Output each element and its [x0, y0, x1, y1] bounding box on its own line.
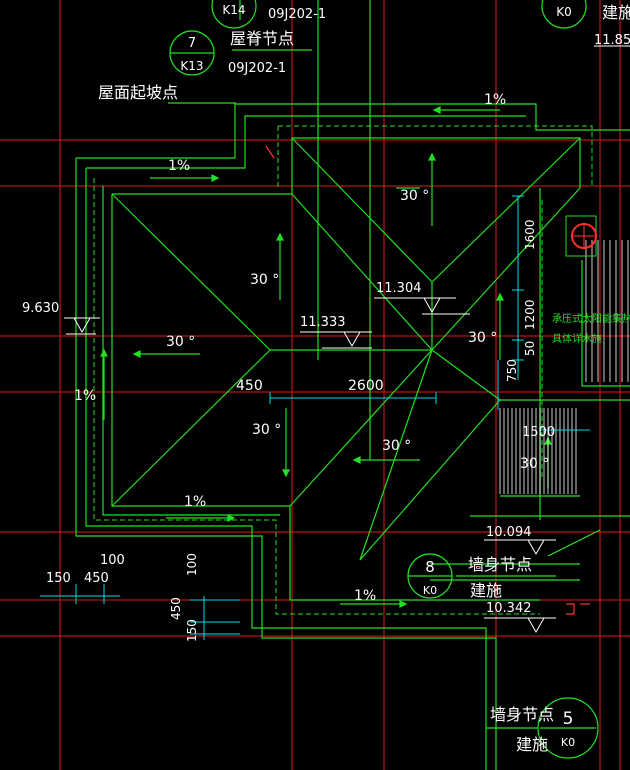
dimension-lines — [40, 195, 590, 640]
wall-label-2: 墙身节点 — [490, 705, 554, 724]
solar-collector-icon — [565, 215, 597, 257]
ridge-number: 7 — [188, 36, 196, 51]
wall-label-1: 墙身节点 — [468, 555, 532, 574]
wall-ref-1: 建施 — [470, 581, 502, 600]
angle-upper: 30 ° — [400, 188, 429, 204]
angle-lower-left: 30 ° — [252, 422, 281, 438]
angle-mid-left: 30 ° — [250, 272, 279, 288]
dim-100-a: 100 — [100, 553, 125, 568]
callout-k14-ref: 09J202-1 — [268, 7, 326, 22]
wall-sheet-1: K0 — [423, 584, 437, 597]
top-right-sheet: K0 — [556, 5, 572, 19]
wall-ref-2: 建施 — [516, 735, 548, 754]
dim-150-b: 150 — [185, 619, 199, 642]
elevation-11850: 11.850 — [594, 33, 630, 48]
callout-k14-number: K14 — [222, 3, 245, 17]
callout-circles — [169, 0, 601, 759]
wall-sheet-2: K0 — [561, 736, 575, 749]
angle-left: 30 ° — [166, 334, 195, 350]
elevation-9630: 9.630 — [22, 301, 59, 316]
dim-750: 750 — [505, 359, 519, 382]
slope-bottom-left: 1% — [184, 494, 206, 510]
solar-note-line1: 承压式太阳能集热板 — [552, 312, 630, 325]
top-right-label: 建施 — [602, 3, 630, 22]
elevation-markers — [64, 45, 630, 634]
dim-450-b: 450 — [84, 571, 109, 586]
eave-label: 屋面起坡点 — [98, 83, 178, 102]
dim-2600: 2600 — [348, 378, 384, 394]
angle-right: 30 ° — [468, 330, 497, 346]
dim-150-a: 150 — [46, 571, 71, 586]
solar-panel-hatch — [499, 240, 629, 494]
slope-upper-left: 1% — [168, 158, 190, 174]
ridge-sheet: K13 — [180, 59, 203, 73]
elevation-10094: 10.094 — [486, 525, 532, 540]
dim-450-c: 450 — [169, 597, 183, 620]
angle-lower-mid: 30 ° — [382, 438, 411, 454]
dim-1200: 1200 — [523, 299, 537, 330]
dim-50: 50 — [523, 341, 537, 356]
dim-450: 450 — [236, 378, 263, 394]
dim-1600: 1600 — [523, 219, 537, 250]
solar-note-line2: 具体详水施 — [552, 332, 602, 345]
elevation-11304: 11.304 — [376, 281, 422, 296]
ridge-label: 屋脊节点 — [230, 29, 294, 48]
ridge-ref: 09J202-1 — [228, 61, 286, 76]
dim-1500: 1500 — [522, 425, 555, 440]
dim-100-b: 100 — [185, 553, 199, 576]
slope-top: 1% — [484, 92, 506, 108]
slope-bottom: 1% — [354, 588, 376, 604]
gutter-lines — [93, 125, 593, 615]
wall-number-2: 5 — [563, 709, 574, 729]
angle-lower-right: 30 ° — [520, 456, 549, 472]
elevation-10342: 10.342 — [486, 601, 532, 616]
roof-outline — [75, 0, 630, 770]
elevation-11333: 11.333 — [300, 315, 346, 330]
slope-left: 1% — [74, 388, 96, 404]
wall-number-1: 8 — [425, 558, 435, 576]
red-marks — [265, 145, 590, 615]
